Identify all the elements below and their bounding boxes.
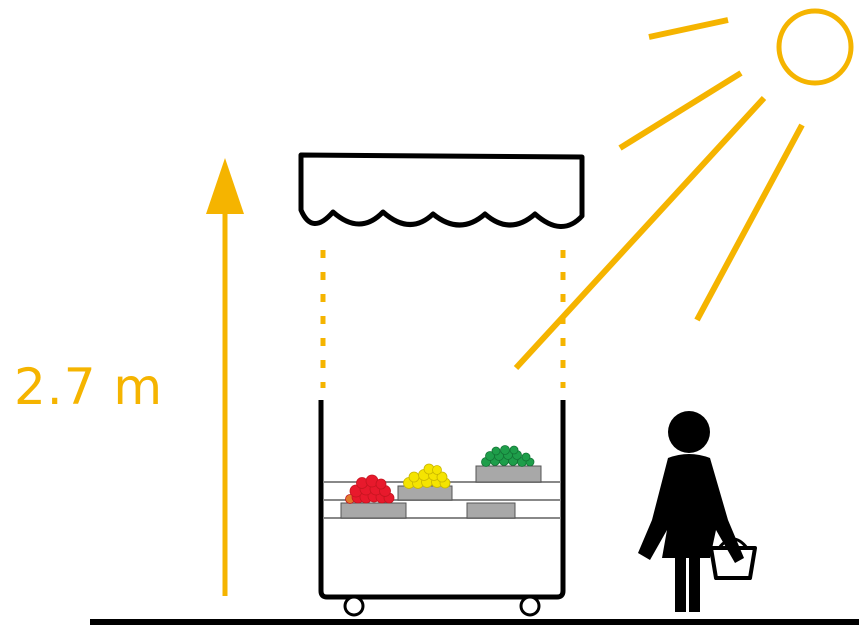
sun-ray [694, 123, 805, 322]
lemons-pile [403, 463, 451, 489]
lime [521, 452, 531, 462]
sun-ray [618, 70, 743, 151]
limes-pile [481, 445, 535, 467]
person-with-basket-icon [638, 411, 757, 612]
arrow-up-icon [206, 158, 244, 214]
lime [509, 445, 519, 455]
cart-body [318, 400, 566, 600]
apple [375, 478, 387, 490]
stall-awning [298, 152, 585, 229]
person-head [668, 411, 710, 453]
lime [500, 445, 510, 455]
cart-wheel-left [343, 595, 365, 617]
height-arrow [206, 158, 244, 596]
person-body [638, 454, 744, 612]
sun-disc [776, 8, 854, 86]
tray-empty [466, 502, 516, 519]
basket-icon [709, 546, 757, 580]
tray-apples [340, 502, 407, 519]
tray-limes [475, 465, 542, 483]
apples-pile [345, 474, 395, 504]
lemon [436, 471, 448, 483]
sun-ray [513, 95, 767, 371]
sun-ray [648, 17, 729, 40]
apple [356, 477, 368, 489]
lime [491, 446, 501, 456]
height-label: 2.7 m [14, 358, 164, 416]
cart-wheel-right [519, 595, 541, 617]
sun-icon [513, 8, 854, 371]
lemon [408, 471, 420, 483]
lemon [432, 465, 442, 475]
basket-handle [717, 537, 749, 549]
